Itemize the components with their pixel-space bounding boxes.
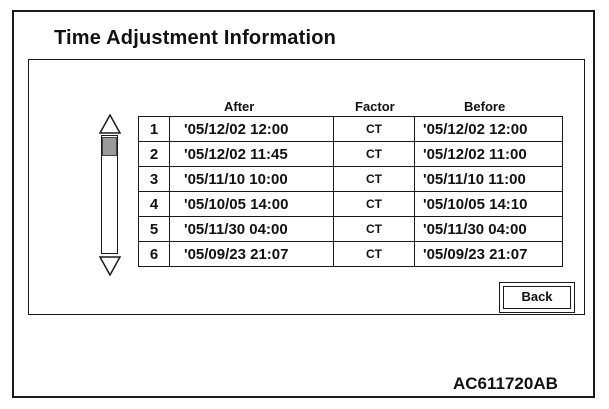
after-cell: '05/12/02 12:00 [169, 116, 334, 142]
before-cell: '05/11/10 11:00 [414, 166, 563, 192]
scroll-up-icon[interactable] [99, 114, 121, 134]
back-button[interactable]: Back [499, 282, 575, 313]
after-cell: '05/11/30 04:00 [169, 216, 334, 242]
outer-frame [12, 10, 595, 398]
before-cell: '05/10/05 14:10 [414, 191, 563, 217]
scroll-track[interactable] [101, 135, 118, 254]
factor-cell: CT [333, 191, 415, 217]
column-header-factor: Factor [355, 99, 395, 114]
column-header-after: After [224, 99, 255, 114]
before-cell: '05/12/02 11:00 [414, 141, 563, 167]
row-number: 3 [138, 166, 170, 192]
scroll-thumb[interactable] [102, 137, 117, 156]
row-number: 6 [138, 241, 170, 267]
content-panel [28, 59, 585, 315]
after-cell: '05/12/02 11:45 [169, 141, 334, 167]
factor-cell: CT [333, 216, 415, 242]
after-cell: '05/09/23 21:07 [169, 241, 334, 267]
factor-cell: CT [333, 116, 415, 142]
row-number: 2 [138, 141, 170, 167]
after-cell: '05/11/10 10:00 [169, 166, 334, 192]
back-button-label: Back [503, 286, 571, 309]
figure-code: AC611720AB [453, 374, 558, 393]
row-number: 4 [138, 191, 170, 217]
row-number: 1 [138, 116, 170, 142]
factor-cell: CT [333, 166, 415, 192]
before-cell: '05/09/23 21:07 [414, 241, 563, 267]
row-number: 5 [138, 216, 170, 242]
factor-cell: CT [333, 241, 415, 267]
column-header-before: Before [464, 99, 506, 114]
page-title: Time Adjustment Information [54, 27, 337, 49]
after-cell: '05/10/05 14:00 [169, 191, 334, 217]
scroll-down-icon[interactable] [99, 256, 121, 276]
before-cell: '05/11/30 04:00 [414, 216, 563, 242]
factor-cell: CT [333, 141, 415, 167]
before-cell: '05/12/02 12:00 [414, 116, 563, 142]
